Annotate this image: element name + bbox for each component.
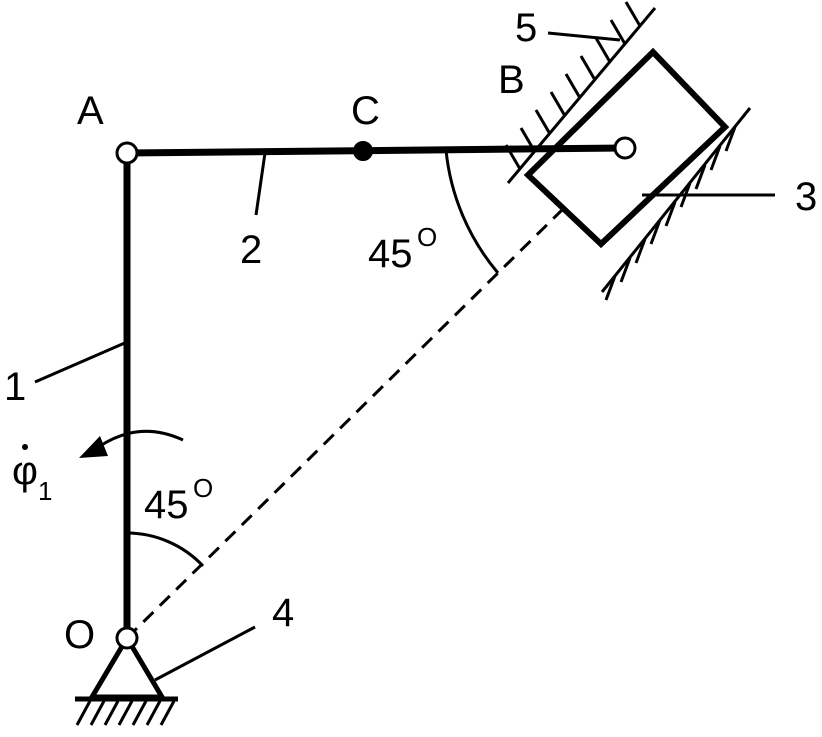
arrow-head [79,436,108,458]
label-point-b: B [498,58,525,102]
angle-arc-top [444,149,500,274]
angle-label-top-unit: O [417,222,437,252]
leader-1 [34,340,128,384]
ground-hatching [75,700,176,726]
angular-velocity-subscript: 1 [38,476,52,506]
dashed-line-ob [125,146,627,640]
angular-velocity-arrow [79,429,184,458]
joint-o [115,626,139,650]
label-point-a: A [77,89,104,133]
label-link-5: 5 [515,6,537,50]
joint-a [115,141,139,165]
leader-2 [254,152,267,216]
label-link-1: 1 [4,365,26,409]
label-link-4: 4 [272,591,294,635]
leader-lines [34,31,775,682]
slide-guides [504,1,752,301]
leader-5 [547,31,621,42]
guide-lower [600,107,752,293]
joint-b [613,136,637,160]
label-link-2: 2 [240,228,262,272]
joint-c [353,141,373,161]
leader-4 [154,625,256,682]
ground-support-o [75,633,178,726]
angle-label-top: 45 [368,232,413,276]
guide-upper [506,7,657,184]
angular-velocity-dot [22,444,28,450]
label-point-c: C [351,89,380,133]
angle-arc-bottom [126,531,205,568]
angle-label-bottom: 45 [144,483,189,527]
label-point-o: O [64,613,95,657]
label-link-3: 3 [795,175,817,219]
angle-label-bottom-unit: O [193,473,213,503]
link-ab [126,144,626,157]
angular-velocity-symbol: φ [12,449,38,493]
